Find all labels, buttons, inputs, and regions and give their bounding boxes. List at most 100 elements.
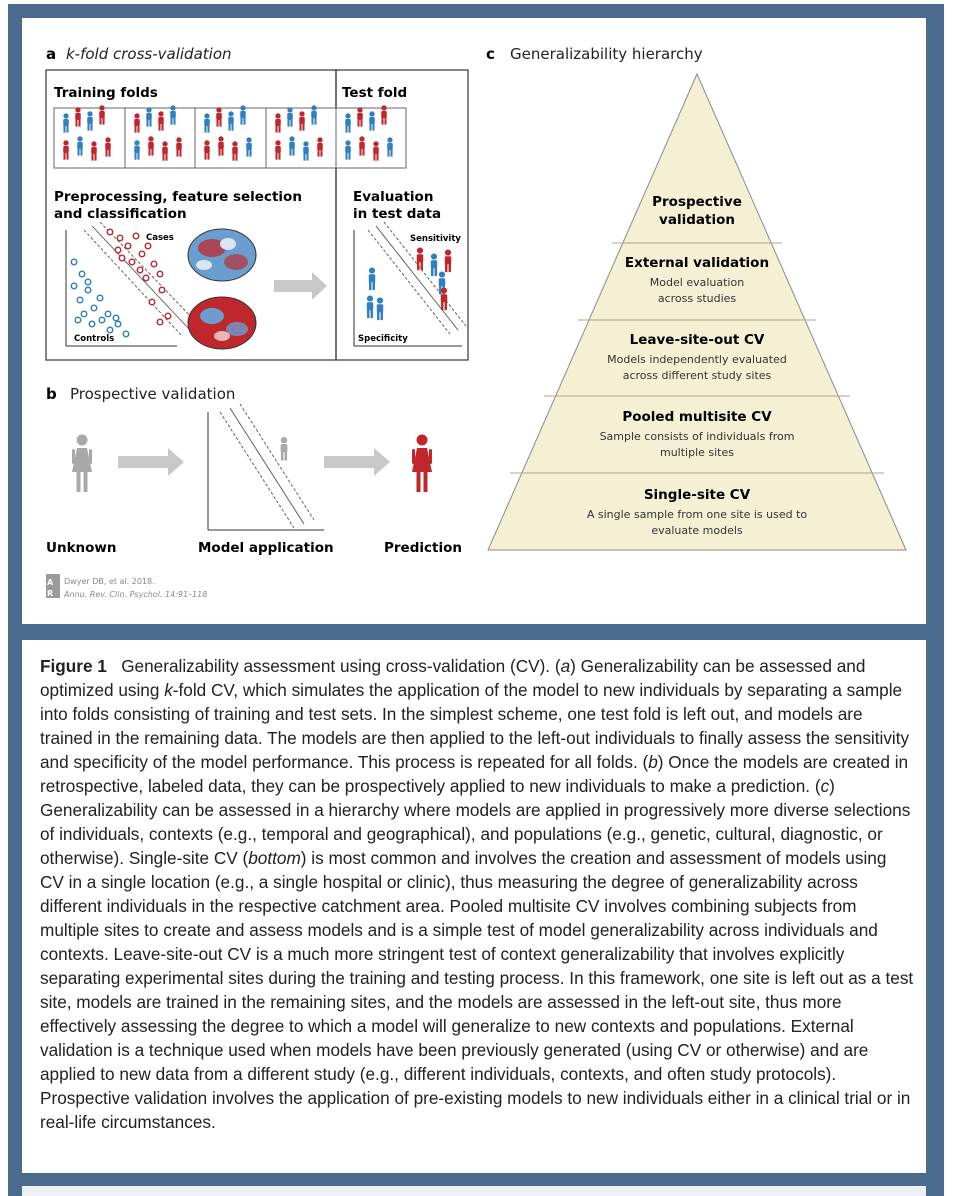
control-dot (76, 296, 84, 304)
classifier-dots (70, 228, 172, 338)
level-desc-line2: multiple sites (660, 446, 734, 459)
preprocessing-label-line1: Preprocessing, feature selection (54, 189, 302, 205)
sensitivity-label: Sensitivity (410, 234, 461, 244)
evaluation-label-line2: in test data (353, 206, 441, 222)
caption-text-part: Generalizability assessment using cross-… (121, 656, 561, 676)
control-dot (106, 326, 114, 334)
control-dot (88, 320, 96, 328)
panel-c-letter: c (486, 45, 495, 63)
svg-text:A: A (47, 578, 54, 587)
level-desc-line1: A single sample from one site is used to (587, 508, 808, 521)
level-single-site-cv: Single-site CV A single sample from one … (587, 487, 808, 537)
credit-line2: Annu. Rev. Clin. Psychol. 14:91–118 (63, 590, 207, 599)
case-dot (118, 254, 126, 262)
folds-strip (53, 105, 407, 169)
control-dot (122, 330, 130, 338)
control-dot (80, 310, 88, 318)
level-title: Pooled multisite CV (622, 409, 772, 425)
training-folds-label: Training folds (54, 85, 158, 101)
evaluation-people (366, 247, 452, 321)
person-icon (444, 249, 452, 273)
caption-italic: a (560, 656, 571, 676)
case-dot (132, 232, 140, 240)
level-desc-line1: Model evaluation (650, 276, 744, 289)
control-dot (112, 314, 120, 322)
evaluation-label-line1: Evaluation (353, 189, 433, 205)
unknown-label: Unknown (46, 540, 117, 556)
person-icon (416, 247, 424, 271)
arrow-icon (274, 272, 327, 300)
control-dot (98, 316, 106, 324)
caption-text-part: -fold CV, which simulates the applicatio… (40, 680, 910, 772)
caption-italic: k (164, 680, 173, 700)
svg-text:R: R (47, 589, 53, 598)
person-icon (376, 297, 384, 321)
level-title-line2: validation (659, 212, 735, 228)
panel-c-title: Generalizability hierarchy (510, 45, 703, 63)
caption-text-part: ) Generalizability can be assessed and o… (40, 656, 866, 700)
case-dot (128, 258, 136, 266)
figure-label: Figure 1 (40, 656, 107, 676)
person-icon (440, 287, 448, 311)
credit: A R Dwyer DB, et al. 2018. Annu. Rev. Cl… (46, 574, 207, 599)
level-external-validation: External validation Model evaluation acr… (625, 255, 769, 305)
case-dot (136, 266, 144, 274)
figure-caption: Figure 1 Generalizability assessment usi… (40, 654, 914, 1134)
credit-line1: Dwyer DB, et al. 2018. (64, 577, 155, 586)
level-desc-line1: Sample consists of individuals from (600, 430, 795, 443)
person-icon (430, 253, 438, 277)
cases-label: Cases (146, 233, 174, 243)
predicted-person-icon (412, 434, 432, 492)
control-dot (84, 278, 92, 286)
panel-a: a k-fold cross-validation Training folds… (45, 45, 469, 361)
caption-text-part: ) Generalizability can be assessed in a … (40, 776, 911, 868)
evaluation-plot: Sensitivity Specificity (353, 221, 467, 347)
level-desc-line1: Models independently evaluated (607, 353, 787, 366)
caption-text-part: ) is most common and involves the creati… (40, 848, 914, 1132)
level-prospective-validation: Prospective validation (652, 194, 742, 228)
brain-icon (187, 228, 257, 350)
panel-b: b Prospective validation Unknown Model a… (46, 385, 462, 556)
panel-a-letter: a (46, 45, 56, 63)
person-icon (368, 267, 376, 291)
case-dot (124, 242, 132, 250)
caption-italic: bottom (248, 848, 301, 868)
level-desc-line2: across studies (658, 292, 737, 305)
figure-panel: a k-fold cross-validation Training folds… (22, 18, 926, 624)
specificity-label: Specificity (358, 334, 408, 344)
case-dot (156, 318, 164, 326)
case-dot (114, 246, 122, 254)
control-dot (70, 282, 78, 290)
preprocessing-label-line2: and classification (54, 206, 187, 222)
control-dot (90, 304, 98, 312)
control-dot (74, 316, 82, 324)
level-pooled-multisite-cv: Pooled multisite CV Sample consists of i… (600, 409, 795, 459)
case-dot (156, 270, 164, 278)
panel-a-title: k-fold cross-validation (66, 45, 232, 63)
classifier-plot: Cases Controls (65, 221, 199, 347)
case-dot (106, 228, 114, 236)
control-dot (96, 294, 104, 302)
level-desc-line2: across different study sites (623, 369, 772, 382)
caption-panel: Figure 1 Generalizability assessment usi… (22, 640, 926, 1173)
control-dot (114, 320, 122, 328)
test-fold-label: Test fold (342, 85, 407, 101)
arrow-icon (324, 448, 390, 476)
prediction-label: Prediction (384, 540, 462, 556)
level-title: Leave-site-out CV (630, 332, 765, 348)
panel-b-letter: b (46, 385, 57, 403)
person-icon (366, 295, 374, 319)
panel-c: c Generalizability hierarchy Prospective… (486, 45, 907, 551)
annual-reviews-logo (46, 574, 60, 598)
arrow-icon (118, 448, 184, 476)
control-dot (84, 286, 92, 294)
case-dot (138, 250, 146, 258)
case-dot (142, 274, 150, 282)
unknown-person-icon (72, 434, 92, 492)
case-dot (144, 242, 152, 250)
control-dot (104, 310, 112, 318)
case-dot (148, 298, 156, 306)
model-application-plot (207, 403, 324, 531)
case-dot (150, 260, 158, 268)
caption-italic: c (820, 776, 830, 796)
